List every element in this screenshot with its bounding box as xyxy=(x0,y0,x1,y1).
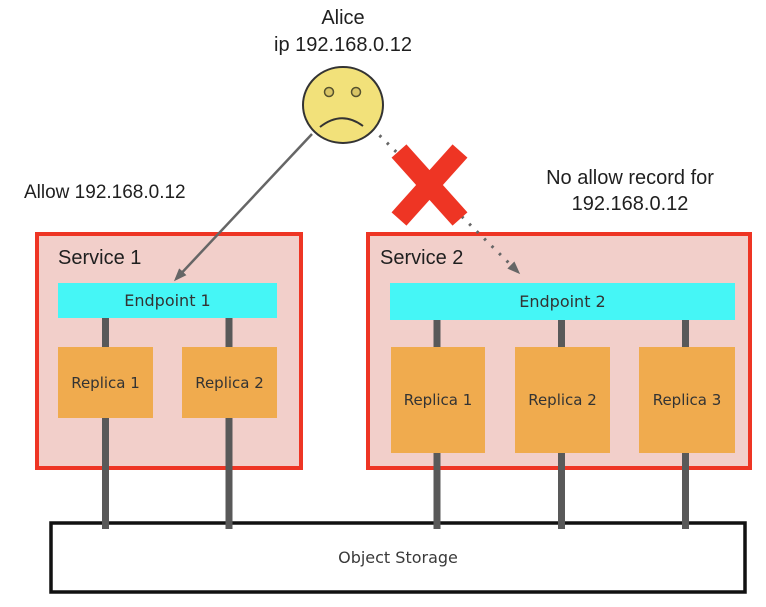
service-1-replica-2-box xyxy=(182,347,277,418)
sad-face-icon xyxy=(302,66,384,144)
right-eye xyxy=(350,86,362,98)
service-1-replica-2-label: Replica 2 xyxy=(195,373,264,392)
left-eye xyxy=(323,86,335,98)
frown-mouth xyxy=(319,117,364,128)
service-2-replica-1-label: Replica 1 xyxy=(403,391,473,409)
service-1-replica-1-box xyxy=(58,347,153,418)
service-2-replica-2-label: Replica 2 xyxy=(528,391,597,409)
service-2-replica-1-box xyxy=(391,347,485,453)
actor-ip-label: ip 192.168.0.12 xyxy=(274,34,412,56)
no-allow-line-1: No allow record for xyxy=(546,167,714,189)
endpoint-1-box xyxy=(58,283,277,318)
no-allow-line-2: 192.168.0.12 xyxy=(571,193,689,215)
service-1-replica-1-label: Replica 1 xyxy=(71,373,140,392)
endpoint-2-label: Endpoint 2 xyxy=(519,292,606,311)
allowed-request-arrow xyxy=(173,133,313,282)
object-storage-label: Object Storage xyxy=(338,548,458,567)
no-allow-rule-label: No allow record for 192.168.0.12 xyxy=(500,165,760,217)
service-1-label: Service 1 xyxy=(58,247,142,269)
endpoint-2-box xyxy=(390,283,735,320)
allow-rule-label: Allow 192.168.0.12 xyxy=(24,182,186,203)
connector-lines xyxy=(102,318,689,529)
object-storage-box xyxy=(49,521,747,594)
service-2-replica-2-box xyxy=(515,347,610,453)
service-2-replica-3-label: Replica 3 xyxy=(652,391,722,409)
blocked-cross-icon xyxy=(391,144,468,226)
service-2-label: Service 2 xyxy=(380,247,464,269)
actor-name-label: Alice xyxy=(321,7,365,29)
service-2-replica-3-box xyxy=(639,347,735,453)
endpoint-1-label: Endpoint 1 xyxy=(124,291,211,310)
